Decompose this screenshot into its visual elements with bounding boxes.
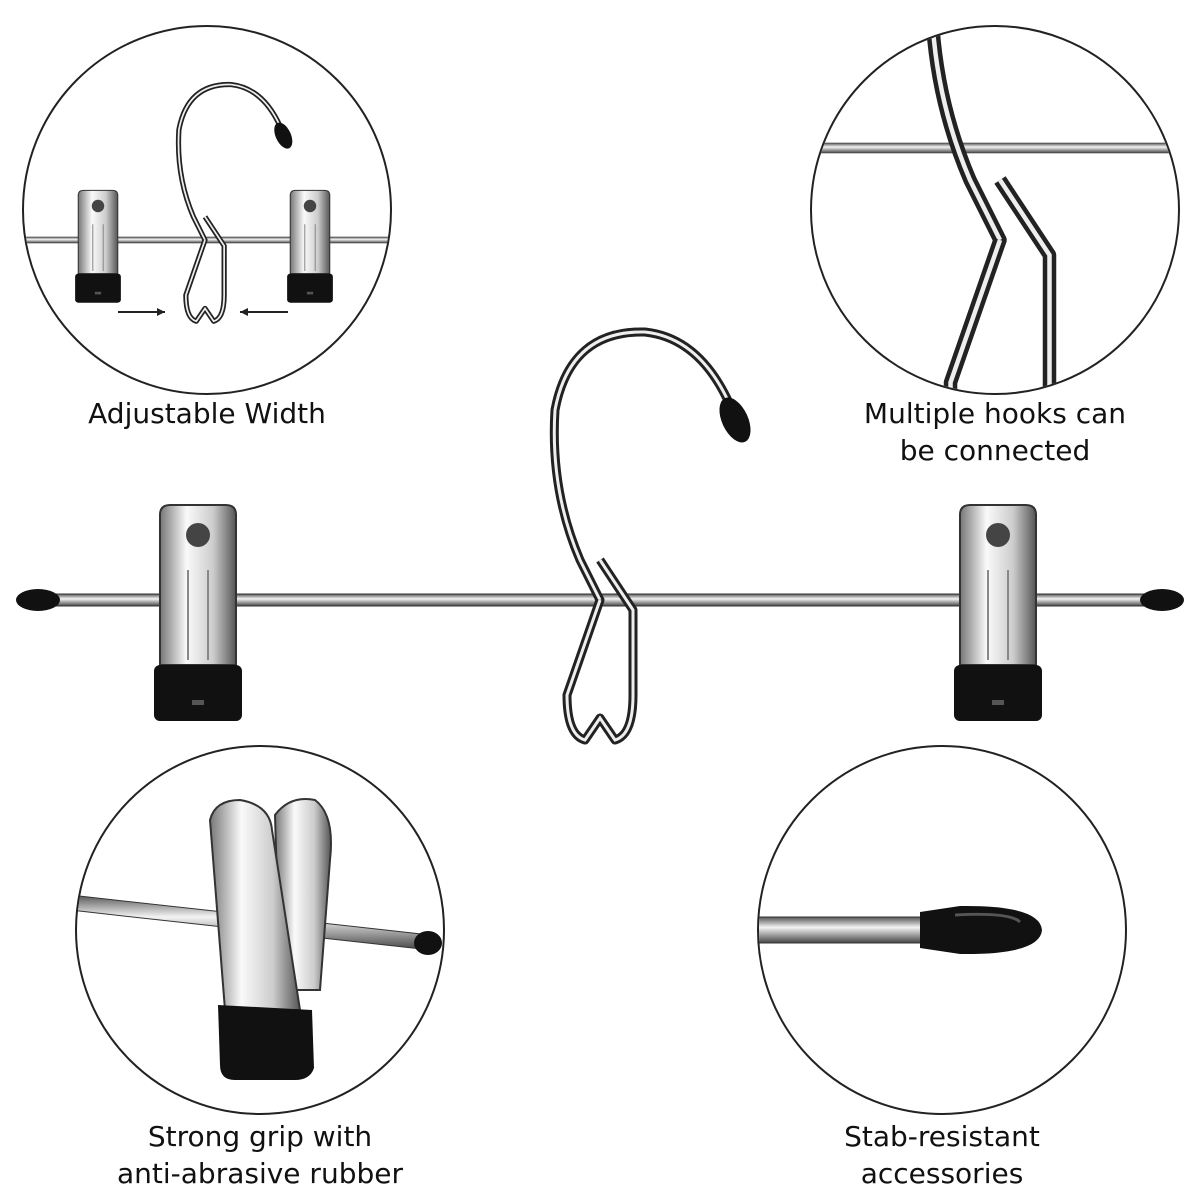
- label-line: Strong grip with: [147, 1120, 373, 1153]
- label-line: Multiple hooks can: [863, 397, 1127, 430]
- detail-circle-grip: [75, 745, 445, 1115]
- detail-circle-hooks: [810, 25, 1180, 395]
- main-hanger: [16, 332, 1184, 740]
- label-line: Stab-resistant: [844, 1120, 1040, 1153]
- tips-detail: [759, 905, 1042, 955]
- label-line: be connected: [899, 434, 1091, 467]
- label-multiple-hooks: Multiple hooks can be connected: [785, 395, 1200, 469]
- label-line: Adjustable Width: [88, 397, 326, 430]
- detail-circle-adjustable: [22, 25, 392, 395]
- label-strong-grip: Strong grip with anti-abrasive rubber: [50, 1118, 470, 1192]
- grip-detail: [77, 798, 442, 1080]
- label-line: anti-abrasive rubber: [117, 1157, 403, 1190]
- detail-circle-tips: [757, 745, 1127, 1115]
- adjustable-width-detail: [24, 85, 390, 322]
- label-stab-resistant: Stab-resistant accessories: [732, 1118, 1152, 1192]
- hooks-connected-detail: [812, 0, 1178, 450]
- label-adjustable-width: Adjustable Width: [0, 395, 417, 432]
- label-line: accessories: [860, 1157, 1024, 1190]
